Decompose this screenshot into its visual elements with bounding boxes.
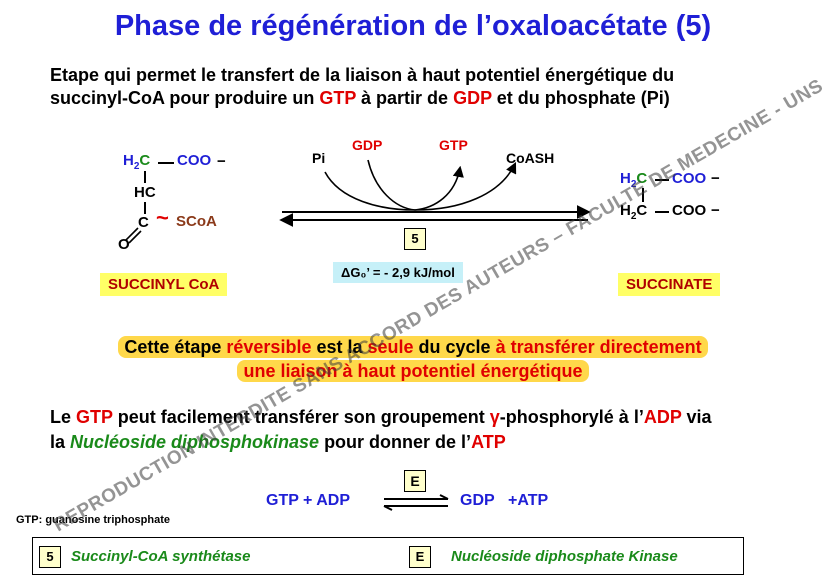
coash-label: CoASH xyxy=(506,150,555,166)
intro-gtp: GTP xyxy=(319,88,357,108)
highlight-transferer: à transférer directement xyxy=(495,337,702,357)
para-e: la xyxy=(50,432,71,452)
para-f: pour donner de l’ xyxy=(319,432,472,452)
highlight-pill-1: Cette étape réversible est la seule du c… xyxy=(118,336,708,358)
succinate-coo-bottom: COO xyxy=(672,202,707,219)
para-a: Le xyxy=(50,407,77,427)
intro-line-1: Etape qui permet le transfert de la liai… xyxy=(50,65,675,85)
succinate-bond-mid xyxy=(642,188,644,202)
enzyme-5-badge: 5 xyxy=(404,228,426,250)
succinate-h-sub-top: 2 xyxy=(630,179,637,190)
highlight-e: du cycle xyxy=(413,337,496,357)
enzyme-e-badge: E xyxy=(404,470,426,492)
pi-label: Pi xyxy=(312,150,326,166)
succinyl-tilde: ~ xyxy=(156,205,169,230)
para-line-1: Le GTP peut facilement transférer son gr… xyxy=(50,405,712,430)
succinyl-scoa: SCoA xyxy=(176,213,217,230)
gdp-label: GDP xyxy=(352,137,383,153)
reaction-arrows xyxy=(279,159,591,227)
page-title: Phase de régénération de l’oxaloacétate … xyxy=(114,10,712,42)
intro-text-b: à partir de xyxy=(356,88,454,108)
para-line-2: la Nucléoside diphosphokinase pour donne… xyxy=(50,430,712,455)
equation-gdp: GDP xyxy=(460,492,495,509)
succinate-h-bottom: H xyxy=(620,202,631,219)
highlight-reversible: réversible xyxy=(226,337,312,357)
legend-e-badge: E xyxy=(409,546,431,568)
succinate-c-top: C xyxy=(636,170,648,187)
para-d: via xyxy=(681,407,712,427)
gtp-label: GTP xyxy=(439,137,468,153)
para-adp: ADP xyxy=(643,407,682,427)
succinate-minus-bottom: − xyxy=(711,202,720,219)
succinyl-hc: HC xyxy=(134,184,156,201)
succinyl-coo-text: COO xyxy=(177,152,212,169)
succinate-ch2-top: H2C xyxy=(620,170,647,190)
succinyl-o: O xyxy=(118,236,130,253)
equation-left: GTP + ADP xyxy=(266,492,351,509)
intro-line-2: succinyl-CoA pour produire un GTP à part… xyxy=(50,87,674,110)
highlight-a: Cette étape xyxy=(124,337,227,357)
highlight-line-1: Cette étape réversible est la seule du c… xyxy=(84,336,742,358)
succinate-label: SUCCINATE xyxy=(618,273,721,296)
intro-text-a: succinyl-CoA pour produire un xyxy=(50,88,320,108)
succinyl-double-bond xyxy=(125,227,142,244)
succinyl-ch2: H2C xyxy=(123,152,150,172)
succinyl-c2: C xyxy=(138,214,149,231)
highlight-c: est la xyxy=(311,337,368,357)
intro-text: Etape qui permet le transfert de la liai… xyxy=(50,64,674,110)
legend-5-label: Succinyl-CoA synthétase xyxy=(71,548,251,565)
intro-gdp: GDP xyxy=(453,88,492,108)
succinate-bond-top xyxy=(655,179,669,181)
succinate-minus-top: − xyxy=(711,170,720,187)
highlight-line-2: une liaison à haut potentiel énergétique xyxy=(84,360,742,382)
para-atp: ATP xyxy=(471,432,506,452)
succinate-coo-top: COO xyxy=(672,170,707,187)
para-b: peut facilement transférer son groupemen… xyxy=(112,407,490,427)
highlight-pill-2: une liaison à haut potentiel énergétique xyxy=(237,360,589,382)
succinyl-bond-1 xyxy=(158,162,174,164)
succinyl-h: H xyxy=(123,152,134,169)
succinate-ch2-bottom: H2C xyxy=(620,202,647,222)
para-gamma: γ xyxy=(489,407,500,427)
para-c: -phosphorylé à l’ xyxy=(499,407,644,427)
succinyl-bond-3 xyxy=(144,202,146,214)
para-gtp: GTP xyxy=(76,407,113,427)
intro-text-c: et du phosphate (Pi) xyxy=(491,88,670,108)
succinate-h-sub-bottom: 2 xyxy=(630,211,637,222)
succinyl-coo: COO xyxy=(177,152,211,169)
gtp-note: GTP: guanosine triphosphate xyxy=(16,514,171,526)
succinate-c-bottom: C xyxy=(636,202,648,219)
legend-5-badge: 5 xyxy=(39,546,61,568)
watermark: REPRODUCTION INTERDITE SANS ACCORD DES A… xyxy=(50,75,826,537)
succinate-h-top: H xyxy=(620,170,631,187)
para-enzyme: Nucléoside diphosphokinase xyxy=(70,432,320,452)
succinyl-h-sub: 2 xyxy=(133,161,140,172)
legend-e-label: Nucléoside diphosphate Kinase xyxy=(451,548,678,565)
succinate-bond-bottom xyxy=(655,211,669,213)
legend-box: 5 Succinyl-CoA synthétase E Nucléoside d… xyxy=(32,537,744,575)
delta-g-label: ΔG₀’ = - 2,9 kJ/mol xyxy=(333,262,463,283)
highlight-seule: seule xyxy=(367,337,414,357)
equation-atp: +ATP xyxy=(508,492,549,509)
succinyl-bond-2 xyxy=(144,171,146,183)
gtp-paragraph: Le GTP peut facilement transférer son gr… xyxy=(50,405,712,455)
succinyl-c1: C xyxy=(139,152,151,169)
succinyl-minus: − xyxy=(217,153,226,170)
succinyl-coa-label: SUCCINYL CoA xyxy=(100,273,228,296)
equation-arrows xyxy=(383,494,449,511)
